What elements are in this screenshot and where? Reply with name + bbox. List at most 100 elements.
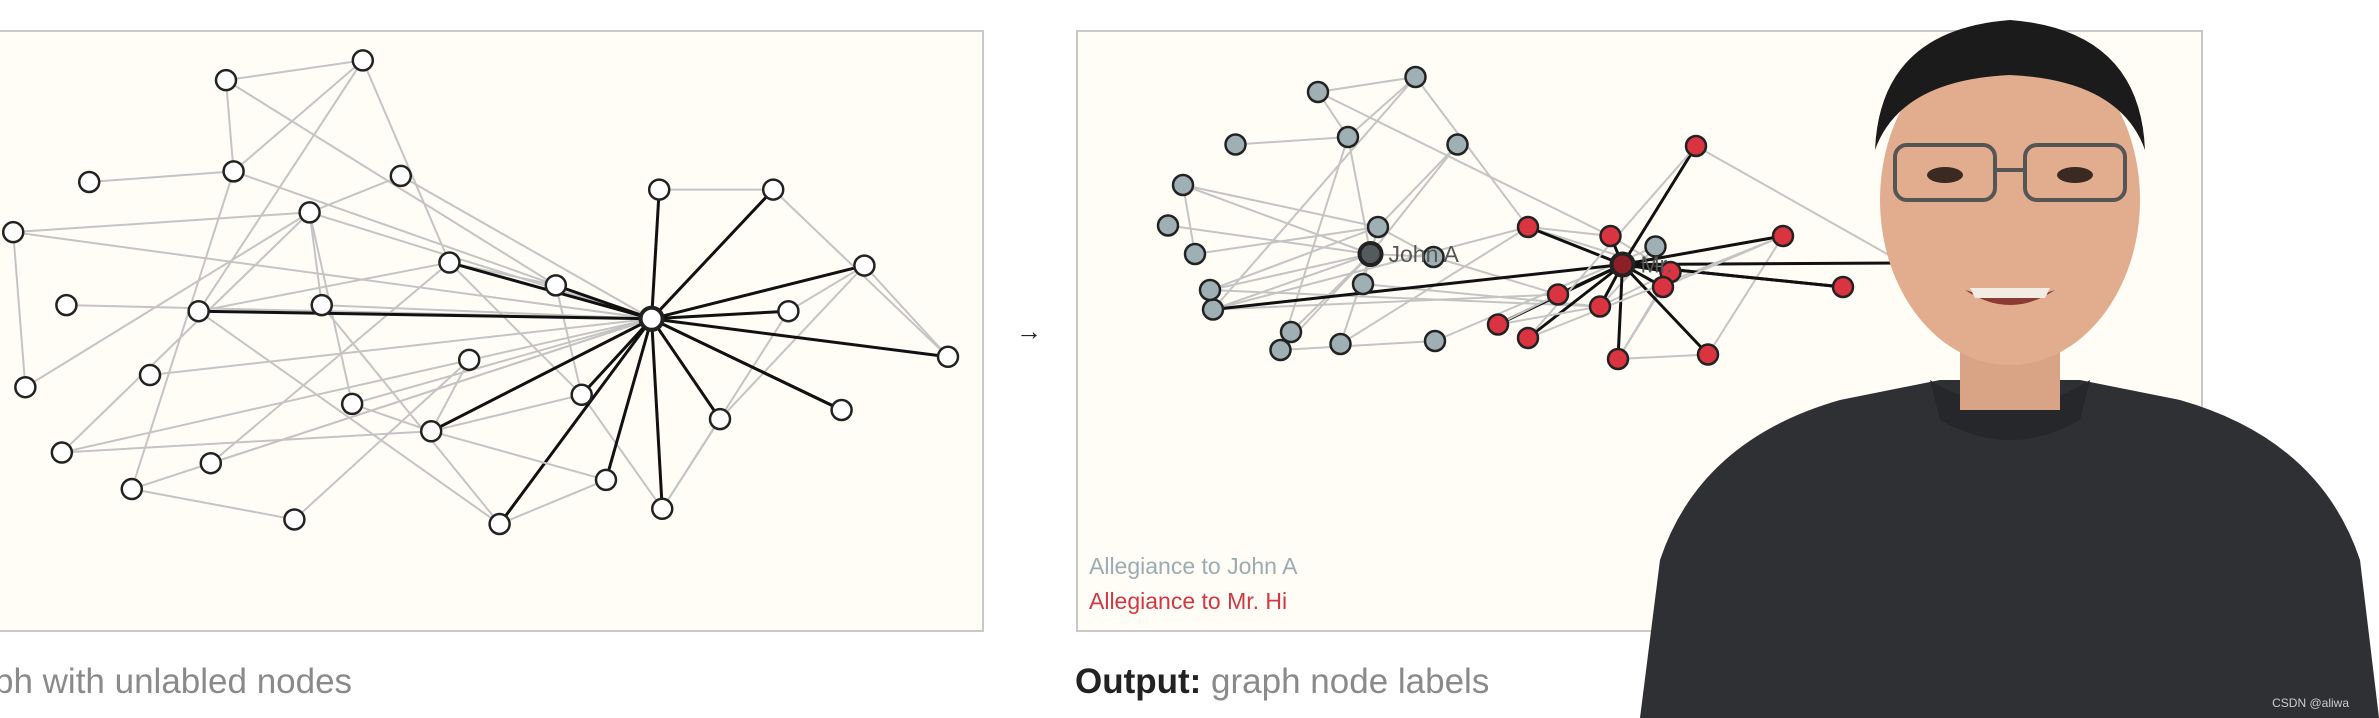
graph-node <box>1360 243 1382 265</box>
graph-node <box>140 365 160 385</box>
graph-node <box>216 70 236 90</box>
graph-node <box>854 256 874 276</box>
graph-edge <box>352 319 651 404</box>
graph-edge <box>652 190 774 319</box>
graph-edge <box>1416 77 1529 227</box>
graph-node <box>1601 226 1621 246</box>
graph-node <box>421 421 441 441</box>
graph-node <box>1226 135 1246 155</box>
graph-node <box>1368 217 1388 237</box>
graph-edge <box>150 319 652 375</box>
graph-edge <box>1618 265 1623 360</box>
graph-node <box>649 180 669 200</box>
graph-node <box>122 479 142 499</box>
graph-edge <box>1236 137 1349 145</box>
graph-edge <box>226 80 234 171</box>
graph-node <box>1448 135 1468 155</box>
graph-node <box>596 470 616 490</box>
graph-node <box>1200 280 1220 300</box>
graph-edge <box>401 176 652 319</box>
graph-node <box>1518 328 1538 348</box>
presenter-video-overlay <box>1640 0 2379 718</box>
graph-node <box>15 377 35 397</box>
graph-node <box>3 222 23 242</box>
graph-node <box>284 509 304 529</box>
graph-node <box>56 295 76 315</box>
presenter-figure <box>1640 0 2379 718</box>
graph-node <box>490 514 510 534</box>
graph-edge <box>1371 145 1458 255</box>
graph-node <box>710 409 730 429</box>
graph-edge <box>13 232 25 387</box>
graph-node <box>572 385 592 405</box>
output-caption-rest: graph node labels <box>1201 662 1489 701</box>
graph-edge <box>132 489 295 519</box>
graph-node <box>1308 82 1328 102</box>
graph-edge <box>652 319 948 357</box>
graph-edge <box>310 212 652 318</box>
graph-node <box>1281 322 1301 342</box>
graph-node <box>1173 175 1193 195</box>
graph-node <box>52 443 72 463</box>
input-graph <box>0 32 982 630</box>
graph-edge <box>1378 145 1458 228</box>
graph-node <box>832 400 852 420</box>
legend-john-a: Allegiance to John A <box>1089 553 1297 580</box>
input-caption: ph with unlabled nodes <box>0 662 352 702</box>
legend-mr-hi: Allegiance to Mr. Hi <box>1089 588 1287 615</box>
input-graph-panel <box>0 30 984 632</box>
graph-edge <box>662 419 720 509</box>
graph-edge <box>652 190 660 319</box>
graph-node <box>439 253 459 273</box>
graph-edge <box>1281 341 1436 350</box>
graph-edge <box>199 60 363 311</box>
watermark: CSDN @aliwa <box>2272 696 2349 710</box>
graph-node <box>79 172 99 192</box>
graph-node <box>1185 244 1205 264</box>
graph-node <box>1338 127 1358 147</box>
graph-node <box>1353 274 1373 294</box>
node-label-john: John A <box>1389 241 1460 267</box>
graph-node <box>652 499 672 519</box>
graph-edge <box>652 319 663 509</box>
graph-edge <box>582 395 663 509</box>
graph-node <box>353 50 373 70</box>
graph-node <box>763 180 783 200</box>
graph-node <box>312 295 332 315</box>
output-caption-bold: Output: <box>1075 662 1201 701</box>
graph-node <box>1518 217 1538 237</box>
graph-node <box>1271 340 1291 360</box>
output-caption: Output: graph node labels <box>1075 662 1489 702</box>
graph-node <box>1425 331 1445 351</box>
graph-edge <box>864 266 948 357</box>
graph-node <box>641 308 663 330</box>
graph-node <box>1612 254 1634 276</box>
graph-node <box>1203 300 1223 320</box>
graph-node <box>546 275 566 295</box>
graph-node <box>224 161 244 181</box>
right-arrow-icon: → <box>1016 316 1042 347</box>
graph-edge <box>1195 227 1378 254</box>
graph-node <box>459 350 479 370</box>
graph-edge <box>788 266 864 312</box>
graph-node <box>1608 349 1628 369</box>
graph-node <box>201 453 221 473</box>
graph-edge <box>431 319 651 431</box>
graph-edge <box>13 212 309 232</box>
graph-node <box>778 301 798 321</box>
graph-node <box>1590 297 1610 317</box>
graph-node <box>300 202 320 222</box>
graph-node <box>189 301 209 321</box>
graph-edge <box>431 395 581 431</box>
graph-node <box>342 394 362 414</box>
graph-edge <box>62 212 310 452</box>
graph-edge <box>199 311 500 524</box>
graph-edge <box>89 171 233 182</box>
graph-node <box>1158 216 1178 236</box>
graph-node <box>1331 334 1351 354</box>
graph-node <box>1488 315 1508 335</box>
graph-node <box>1548 285 1568 305</box>
graph-node <box>1406 67 1426 87</box>
graph-node <box>938 347 958 367</box>
graph-edge <box>652 266 865 319</box>
